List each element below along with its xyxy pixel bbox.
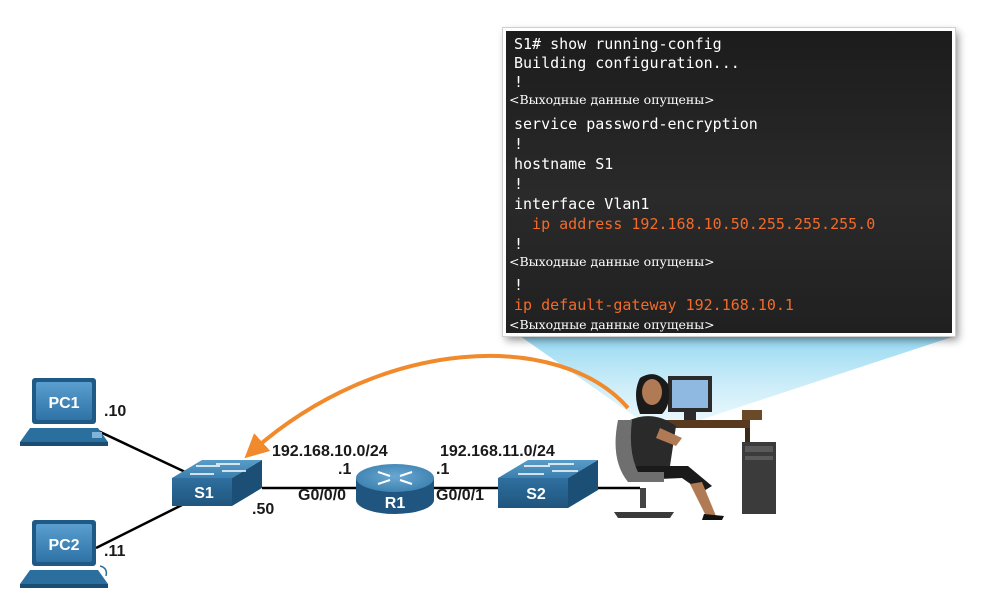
left-host: .1 (338, 461, 351, 478)
terminal-line: ! (514, 235, 524, 253)
right-host: .1 (436, 461, 449, 478)
config-arrow (244, 354, 630, 459)
person-icon (614, 374, 724, 520)
terminal-line: ! (514, 73, 524, 91)
terminal-line: ! (514, 135, 524, 153)
terminal-window: S1# show running-config Building configu… (503, 28, 955, 336)
terminal-line: <Выходные данные опущены> (509, 254, 715, 269)
switch-s2[interactable]: S2 (498, 460, 598, 508)
switch-s1[interactable]: S1 (172, 460, 262, 506)
cable-pc1-s1 (95, 428, 199, 480)
terminal-line: <Выходные данные опущены> (509, 92, 715, 107)
monitor-icon (668, 376, 712, 420)
r1-label: R1 (385, 495, 406, 512)
router-r1[interactable]: R1 (356, 464, 434, 514)
computer-tower-icon (742, 442, 776, 514)
terminal-line: ! (514, 276, 524, 294)
terminal-line: ! (514, 175, 524, 193)
pc2-ip-suffix: .11 (104, 543, 125, 560)
s1-label: S1 (194, 485, 214, 502)
pc2[interactable]: PC2 (20, 520, 108, 588)
terminal-line: Building configuration... (514, 54, 740, 72)
pc1[interactable]: PC1 (20, 378, 108, 446)
right-interface: G0/0/1 (436, 487, 484, 504)
terminal-line: hostname S1 (514, 155, 614, 173)
pc1-label: PC1 (48, 395, 79, 412)
terminal-line: ip address 192.168.10.50.255.255.255.0 (514, 215, 876, 233)
s1-ip-suffix: .50 (252, 501, 274, 518)
pc2-label: PC2 (48, 537, 79, 554)
terminal-line: <Выходные данные опущены> (509, 317, 715, 332)
terminal-line: ip default-gateway 192.168.10.1 (514, 296, 794, 314)
terminal-line: S1# show running-config (514, 35, 722, 53)
terminal-line: service password-encryption (514, 115, 758, 133)
s2-label: S2 (526, 486, 546, 503)
view-beam (520, 336, 955, 420)
left-interface: G0/0/0 (298, 487, 346, 504)
left-subnet: 192.168.10.0/24 (272, 443, 388, 460)
right-subnet: 192.168.11.0/24 (440, 443, 555, 460)
pc1-ip-suffix: .10 (104, 403, 126, 420)
technician-workstation (614, 374, 776, 520)
terminal-line: interface Vlan1 (514, 195, 650, 213)
